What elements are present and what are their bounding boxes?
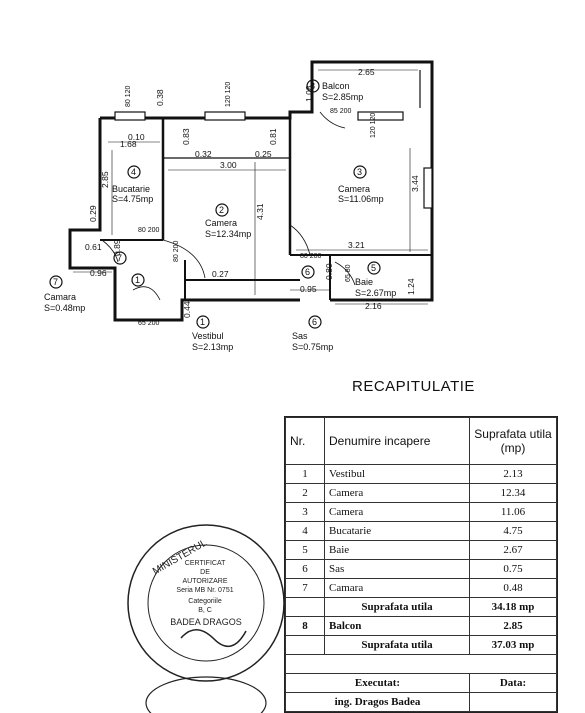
- opening-120-120-b: 120 120: [370, 113, 377, 138]
- dim-044: 0.44: [182, 301, 192, 318]
- room-num-1: 1: [135, 275, 140, 285]
- room-num-1b: 1: [200, 317, 205, 327]
- svg-text:CERTIFICAT DE AUTORIZA: CERTIFICAT DE AUTORIZARE Seria MB Nr. 07…: [170, 560, 242, 627]
- opening-85-200-a: 85 200: [330, 108, 352, 115]
- dim-c3-w: 3.21: [348, 240, 365, 250]
- dim-061: 0.61: [85, 242, 102, 252]
- second-stamp: [145, 676, 267, 713]
- stamp-line-5: Categoriile: [188, 598, 222, 605]
- room-num-8: 8: [310, 81, 315, 91]
- stamp-line-3: AUTORIZARE: [183, 578, 228, 585]
- dim-balcon-w: 2.65: [358, 67, 375, 77]
- room-num-4: 4: [131, 167, 136, 177]
- outer-wall: [100, 60, 434, 302]
- room-num-7: 7: [117, 253, 122, 263]
- dim-027: 0.27: [212, 269, 229, 279]
- room-num-2: 2: [219, 205, 224, 215]
- dim-c2-w: 3.00: [220, 160, 237, 170]
- header-name: Denumire incapere: [324, 417, 470, 465]
- room-name-camara: Camara: [44, 292, 76, 302]
- header-area: Suprafata utila (mp): [469, 417, 557, 465]
- dim-c2-h: 4.31: [255, 203, 265, 220]
- room-num-7b: 7: [53, 277, 58, 287]
- room-area-sas: S=0.75mp: [292, 342, 333, 352]
- floor-plan: 4 2 3 8 1 5 6 7 7 1 6 Bucatarie S=4.75mp…: [44, 60, 434, 352]
- author-row: ing. Dragos Badea: [285, 692, 557, 712]
- dim-kitchen-w: 1.68: [120, 139, 137, 149]
- dim-038: 0.38: [155, 89, 165, 106]
- dim-025: 0.25: [255, 149, 272, 159]
- room-name-camera3: Camera: [338, 184, 370, 194]
- stamp-line-6: B, C: [198, 607, 212, 614]
- dim-k-h: 2.85: [100, 171, 110, 188]
- dim-080: 0.80: [324, 263, 334, 280]
- dim-089: 0.89: [112, 239, 122, 256]
- room-name-camera2: Camera: [205, 218, 237, 228]
- room-num-6b: 6: [312, 317, 317, 327]
- room-area-balcon: S=2.85mp: [322, 92, 363, 102]
- opening-80-200-c: 80 200: [300, 253, 322, 260]
- room-name-balcon: Balcon: [322, 81, 350, 91]
- dim-bath-w: 2.16: [365, 301, 382, 311]
- stamp-line-2: DE: [200, 569, 210, 576]
- opening-120-120-a: 120 120: [225, 82, 232, 107]
- opening-65-80: 65 80: [345, 264, 352, 282]
- room-name-baie: Baie: [355, 277, 373, 287]
- room-area-vestibul: S=2.13mp: [192, 342, 233, 352]
- room-area-camera2: S=12.34mp: [205, 229, 251, 239]
- opening-80-120: 80 120: [125, 85, 132, 107]
- room-name-bucatarie: Bucatarie: [112, 184, 150, 194]
- dim-083: 0.83: [181, 128, 191, 145]
- dim-c3-h: 3.44: [410, 175, 420, 192]
- room-num-6: 6: [305, 267, 310, 277]
- room-area-baie: S=2.67mp: [355, 288, 396, 298]
- signature: [180, 629, 247, 648]
- footer-row: Executat:Data:: [285, 673, 557, 693]
- room-name-sas: Sas: [292, 331, 308, 341]
- dim-096: 0.96: [90, 268, 107, 278]
- stamp-line-1: CERTIFICAT: [185, 560, 226, 567]
- stamp-line-4: Seria MB Nr. 0751: [176, 587, 233, 594]
- room-num-3: 3: [357, 167, 362, 177]
- dim-095: 0.95: [300, 284, 317, 294]
- room-area-bucatarie: S=4.75mp: [112, 194, 153, 204]
- dim-010: 0.10: [128, 132, 145, 142]
- header-nr: Nr.: [285, 417, 325, 465]
- authorization-stamp: MINISTERUL CERTIFICAT DE AUTORIZARE Seri…: [127, 524, 285, 713]
- opening-80-200-a: 80 200: [138, 227, 160, 234]
- room-area-camera3: S=11.06mp: [338, 194, 384, 204]
- opening-65-200: 65 200: [138, 320, 160, 327]
- dim-balcon-h: 1.08: [304, 85, 314, 102]
- recap-title: RECAPITULATIE: [352, 378, 475, 395]
- opening-80-200-b: 80 200: [173, 240, 180, 262]
- room-num-5: 5: [371, 263, 376, 273]
- dim-032: 0.32: [195, 149, 212, 159]
- room-name-vestibul: Vestibul: [192, 331, 224, 341]
- dim-029: 0.29: [88, 205, 98, 222]
- room-area-camara: S=0.48mp: [44, 303, 85, 313]
- stamp-line-7: BADEA DRAGOS: [170, 617, 242, 627]
- dim-bath-h: 1.24: [406, 278, 416, 295]
- recap-table: Nr. Denumire incapere Suprafata utila (m…: [284, 416, 558, 713]
- dim-081: 0.81: [268, 128, 278, 145]
